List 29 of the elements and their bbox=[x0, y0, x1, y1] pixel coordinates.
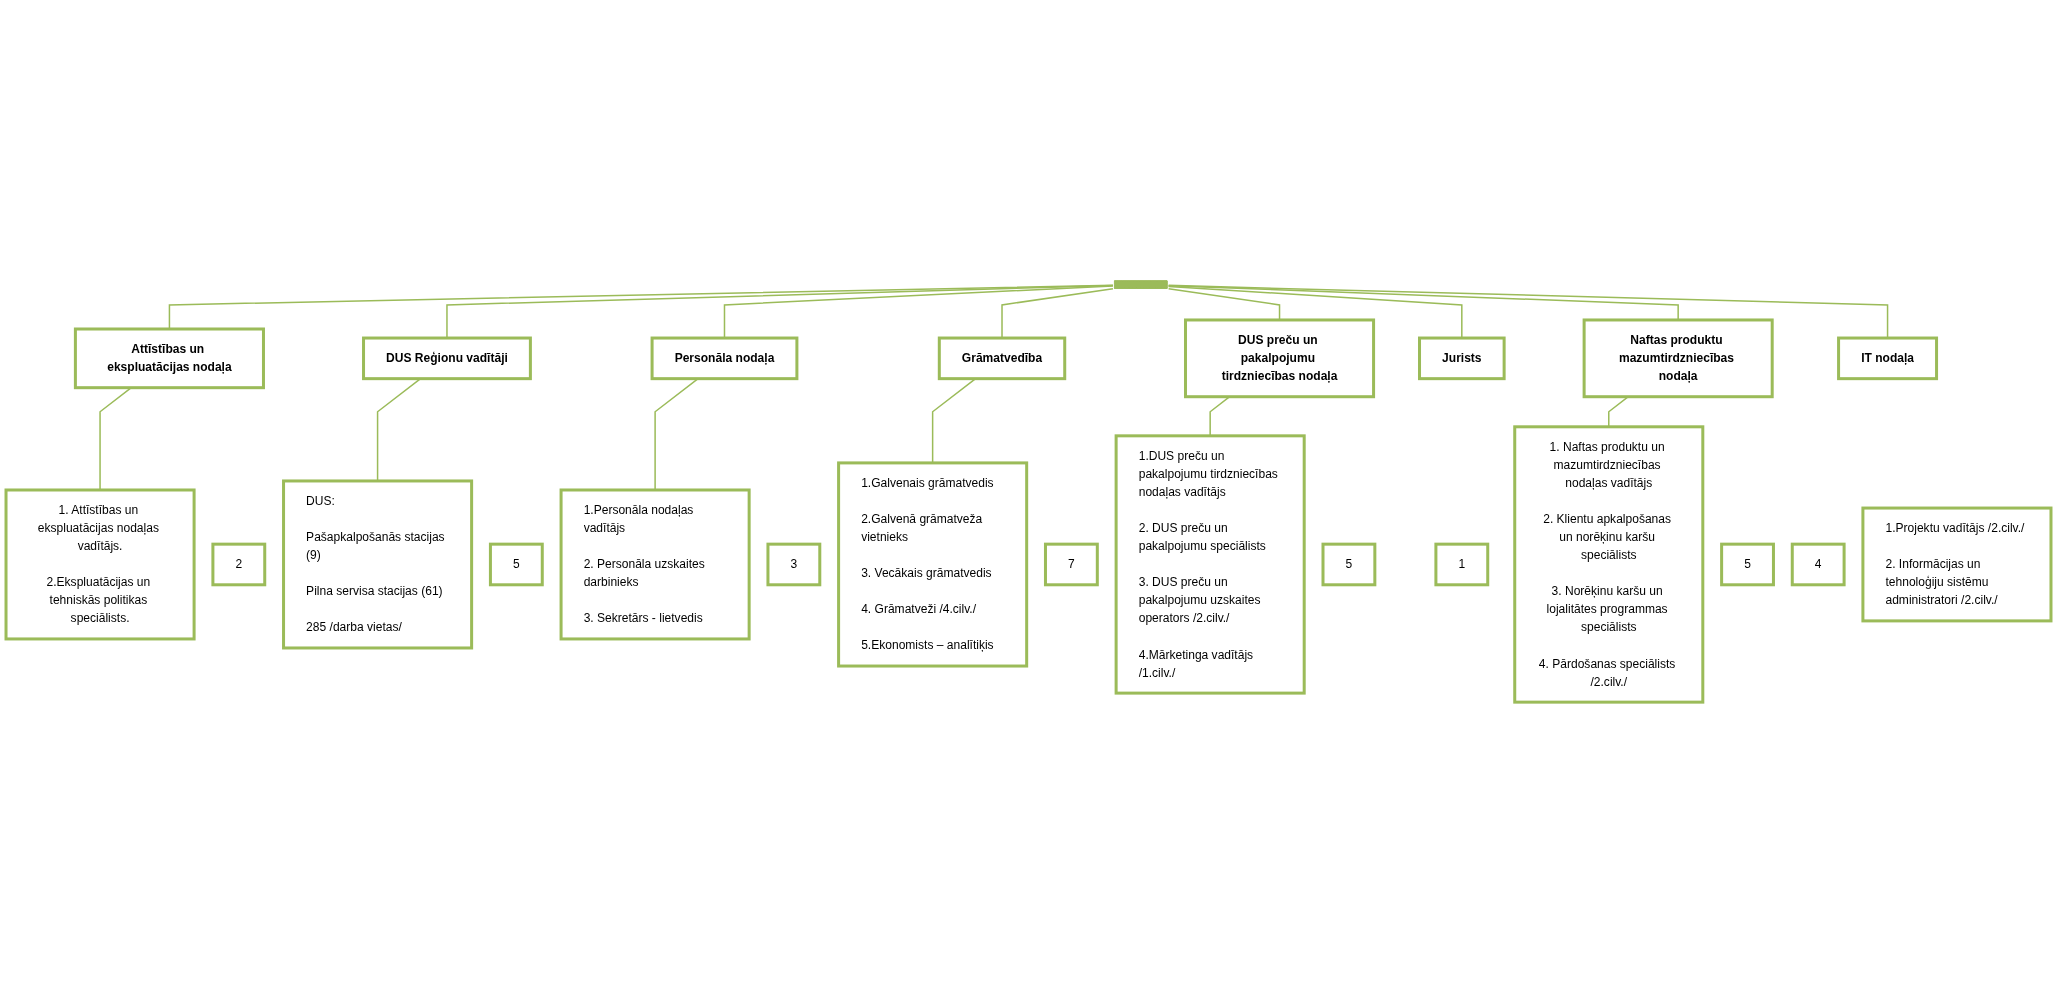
node-box: 1.Personāla nodaļas vadītājs 2. Personāla uzskaites darbinieks 3. Sekretārs - lietvedis bbox=[559, 488, 751, 641]
connector bbox=[1167, 285, 1463, 339]
connector bbox=[446, 284, 1114, 339]
node-box: Jurists bbox=[1418, 336, 1506, 381]
node-box: DUS preču un pakalpojumu tirdzniecības nodaļa bbox=[1184, 318, 1376, 399]
node-box: Naftas produktu mazumtirdzniecības nodaļa bbox=[1582, 318, 1774, 399]
node-box: Personāla nodaļa bbox=[650, 336, 799, 381]
node-box: 7 bbox=[1043, 542, 1099, 587]
connector bbox=[723, 285, 1114, 339]
node-box: 1.Projektu vadītājs /2.cilv./ 2. Informācijas un tehnoloģiju sistēmu administratori /2.cilv./ bbox=[1861, 506, 2053, 623]
node-box: 5 bbox=[1720, 542, 1775, 587]
node-box: 1 bbox=[1434, 542, 1490, 587]
node-box: 1.DUS preču un pakalpojumu tirdzniecības nodaļas vadītājs 2. DUS preču un pakalpojumu speciālists 3. DUS preču un pakalpojumu uzskaites operators /2.cilv./ 4.Mārketinga vadītājs /1.cilv./ bbox=[1114, 434, 1306, 695]
node-box: 5 bbox=[1321, 542, 1377, 587]
node-box: 2 bbox=[211, 542, 267, 587]
connector bbox=[168, 284, 1114, 330]
node-box: DUS Reģionu vadītāji bbox=[362, 336, 532, 381]
node-box: DUS: Pašapkalpošanās stacijas (9) Pilna servisa stacijas (61) 285 /darba vietas/ bbox=[282, 479, 474, 650]
node-box: 1.Galvenais grāmatvedis 2.Galvenā grāmatveža vietnieks 3. Vecākais grāmatvedis 4. Grāmatveži /4.cilv./ 5.Ekonomists – analītiķis bbox=[837, 461, 1029, 668]
node-box: 1. Naftas produktu un mazumtirdzniecības nodaļas vadītājs 2. Klientu apkalpošanas un norēķinu karšu speciālists 3. Norēķinu karšu un lojalitātes programmas speciālists 4. Pārdošanas speciālists /2.cilv./ bbox=[1513, 425, 1705, 704]
node-box: 4 bbox=[1790, 542, 1846, 587]
connector bbox=[1001, 287, 1114, 339]
node-box: Grāmatvedība bbox=[937, 336, 1067, 381]
node-box: 1. Attīstības un ekspluatācijas nodaļas vadītājs. 2.Ekspluatācijas un tehniskās politikas speciālists. bbox=[4, 488, 196, 641]
node-box: 3 bbox=[766, 542, 822, 587]
node-box: Attīstības un ekspluatācijas nodaļa bbox=[73, 327, 265, 390]
connector bbox=[1167, 284, 1889, 339]
node-box: 5 bbox=[488, 542, 544, 587]
node-box: IT nodaļa bbox=[1837, 336, 1939, 381]
